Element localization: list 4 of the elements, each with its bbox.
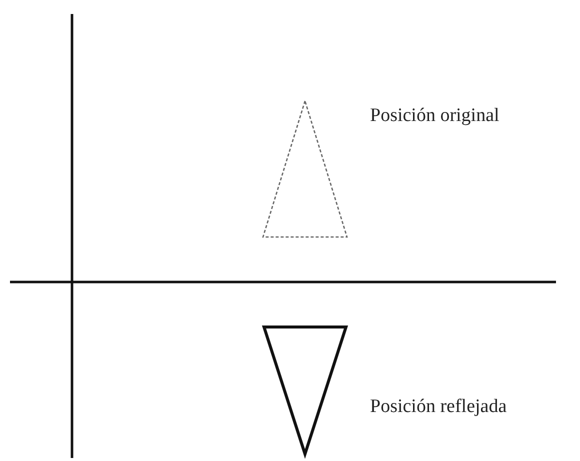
position-label: Posición original [370, 105, 500, 127]
position-label: Posición reflejada [370, 396, 507, 418]
reflected-triangle [262, 326, 348, 459]
original-triangle [262, 98, 348, 238]
